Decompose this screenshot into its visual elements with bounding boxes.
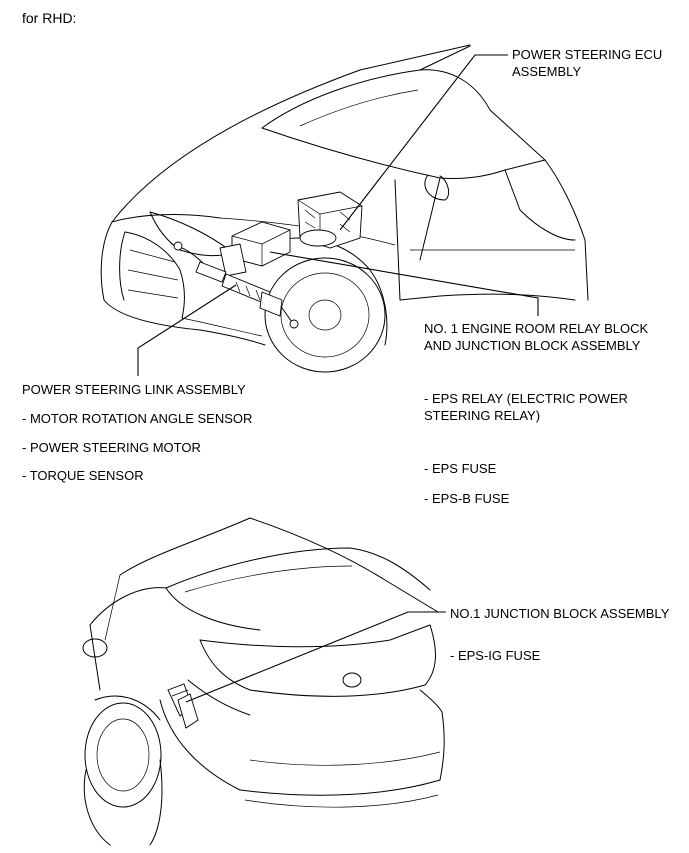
- junction-block-leader-line: [185, 611, 446, 703]
- engine-room-relay-block-part: [219, 221, 291, 277]
- ecu-leader-line: [339, 54, 508, 231]
- front-vehicle-illustration: [100, 44, 589, 373]
- link-item-motor-angle-sensor: - MOTOR ROTATION ANGLE SENSOR: [22, 411, 253, 426]
- link-leader-line: [137, 284, 237, 376]
- relay-block-label-line2: AND JUNCTION BLOCK ASSEMBLY: [424, 338, 641, 353]
- rear-vehicle-illustration: [82, 517, 445, 846]
- link-assembly-label: POWER STEERING LINK ASSEMBLY: [22, 382, 246, 397]
- ecu-label-line1: POWER STEERING ECU: [512, 47, 663, 62]
- junction-block-part: [167, 683, 199, 729]
- ecu-label-line2: ASSEMBLY: [512, 64, 582, 79]
- power-steering-link-part: [173, 241, 299, 329]
- power-steering-ecu-part: [297, 191, 363, 249]
- link-item-torque-sensor: - TORQUE SENSOR: [22, 468, 144, 483]
- link-item-power-steering-motor: - POWER STEERING MOTOR: [22, 440, 201, 455]
- page-title: for RHD:: [22, 10, 77, 26]
- eps-b-fuse-label: - EPS-B FUSE: [424, 491, 510, 506]
- eps-fuse-label: - EPS FUSE: [424, 461, 497, 476]
- relay-block-label-line1: NO. 1 ENGINE ROOM RELAY BLOCK: [424, 321, 649, 336]
- eps-relay-label-line1: - EPS RELAY (ELECTRIC POWER: [424, 391, 628, 406]
- eps-ig-fuse-label: - EPS-IG FUSE: [450, 648, 541, 663]
- relay-block-leader-line: [269, 251, 539, 316]
- junction-block-label: NO.1 JUNCTION BLOCK ASSEMBLY: [450, 606, 670, 621]
- eps-relay-label-line2: STEERING RELAY): [424, 408, 541, 423]
